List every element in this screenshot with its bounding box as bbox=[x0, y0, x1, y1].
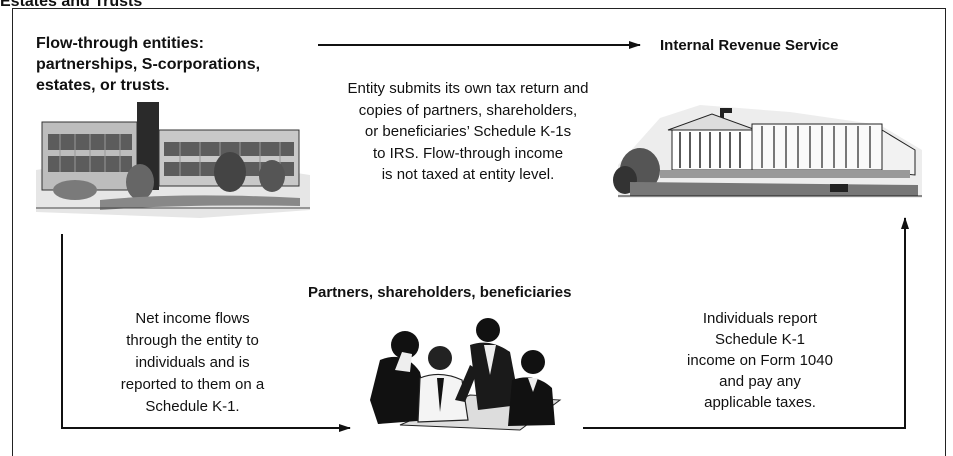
center-note: Entity submits its own tax return and co… bbox=[318, 78, 618, 186]
center-note-line: to IRS. Flow-through income bbox=[372, 144, 564, 162]
entity-title-line: estates, or trusts. bbox=[36, 77, 170, 94]
center-note-line: is not taxed at entity level. bbox=[381, 166, 555, 183]
left-note: Net income flows through the entity to i… bbox=[80, 308, 305, 418]
right-note: Individuals report Schedule K-1 income o… bbox=[660, 308, 860, 413]
right-note-line: Individuals report bbox=[702, 310, 818, 327]
treasury-building-icon bbox=[613, 105, 922, 198]
partners-title: Partners, shareholders, beneficiaries bbox=[308, 284, 572, 301]
right-note-line: applicable taxes. bbox=[704, 394, 816, 411]
right-note-line: income on Form 1040 bbox=[687, 352, 833, 369]
right-note-line: Schedule K-1 bbox=[714, 331, 806, 348]
entity-title-line: partnerships, S-corporations, bbox=[36, 56, 261, 73]
left-note-line: individuals and is bbox=[135, 354, 250, 371]
left-note-line: reported to them on a bbox=[120, 376, 265, 393]
section-label: Estates and Trusts bbox=[0, 0, 143, 10]
people-group-icon bbox=[370, 318, 562, 431]
center-note-line: copies of partners, shareholders, bbox=[358, 101, 578, 119]
center-note-line: or beneficiaries’ Schedule K-1s bbox=[364, 123, 572, 140]
irs-title: Internal Revenue Service bbox=[660, 37, 839, 54]
right-note-line: and pay any bbox=[719, 373, 801, 390]
office-building-icon bbox=[36, 102, 310, 218]
entity-title: Flow-through entities: partnerships, S-c… bbox=[36, 33, 260, 96]
entity-title-line: Flow-through entities: bbox=[36, 35, 204, 52]
diagram-frame bbox=[12, 8, 946, 456]
left-note-line: Schedule K-1. bbox=[145, 398, 240, 415]
left-note-line: through the entity to bbox=[126, 332, 259, 349]
arrow-individuals-to-irs bbox=[583, 217, 909, 429]
arrow-entity-to-individuals bbox=[61, 234, 351, 432]
left-note-line: Net income flows bbox=[135, 310, 250, 327]
center-note-line: Entity submits its own tax return and bbox=[347, 80, 589, 97]
